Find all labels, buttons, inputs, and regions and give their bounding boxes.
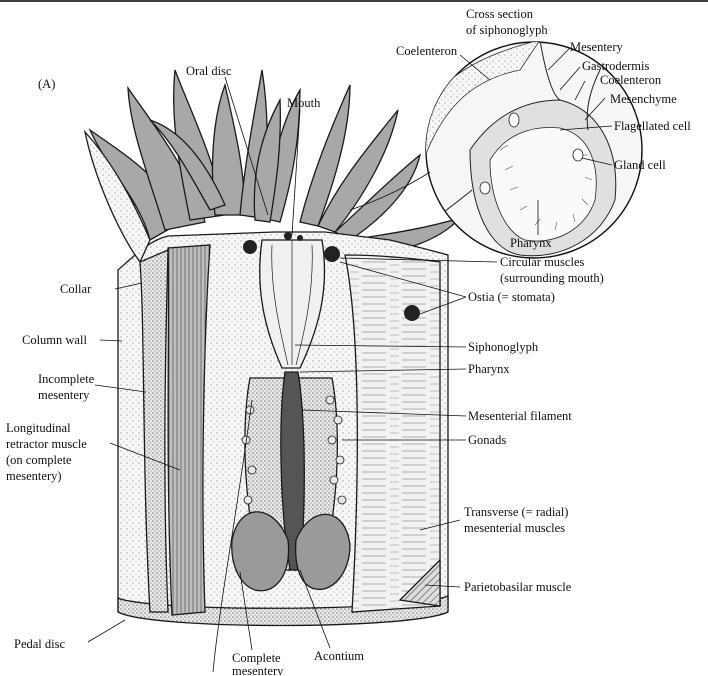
label-gonads: Gonads (468, 433, 506, 447)
label-transverse-1: Transverse (= radial) (464, 505, 568, 519)
label-column-wall: Column wall (22, 333, 87, 347)
label-ostia: Ostia (= stomata) (468, 290, 555, 304)
label-transverse-2: mesenterial muscles (464, 521, 565, 535)
label-siphonoglyph: Siphonoglyph (468, 340, 539, 354)
siphonoglyph-cross-section-inset (425, 41, 643, 259)
label-pharynx: Pharynx (468, 362, 510, 376)
label-gastrodermis: Gastrodermis (582, 59, 649, 73)
label-mouth: Mouth (287, 96, 321, 110)
label-longitudinal-1: Longitudinal (6, 421, 71, 435)
label-longitudinal-2: retractor muscle (6, 437, 87, 451)
body-column (83, 129, 449, 627)
inset-title-line1: Cross section (466, 7, 534, 21)
label-coelenteron-right: Coelenteron (600, 73, 662, 87)
leader-lines (87, 47, 613, 673)
label-incomplete-mesentery-2: mesentery (38, 388, 90, 402)
panel-label: (A) (38, 77, 55, 91)
label-longitudinal-3: (on complete (6, 453, 72, 467)
label-complete-mesentery-1: Complete (232, 651, 281, 665)
tentacle-crown (88, 69, 463, 256)
label-pedal-disc: Pedal disc (14, 637, 65, 651)
label-mesenterial-filament: Mesenterial filament (468, 409, 572, 423)
label-incomplete-mesentery-1: Incomplete (38, 372, 95, 386)
label-acontium: Acontium (314, 649, 364, 663)
label-oral-disc: Oral disc (186, 64, 232, 78)
label-mesenchyme: Mesenchyme (610, 92, 677, 106)
label-gland-cell: Gland cell (614, 158, 666, 172)
label-parietobasilar: Parietobasilar muscle (464, 580, 572, 594)
label-coelenteron-left: Coelenteron (396, 44, 458, 58)
label-longitudinal-4: mesentery) (6, 469, 62, 483)
label-circular-muscles-1: Circular muscles (500, 255, 584, 269)
labels: (A) Cross section of siphonoglyph Oral d… (6, 7, 691, 676)
label-collar: Collar (60, 282, 92, 296)
label-flagellated-cell: Flagellated cell (614, 119, 691, 133)
label-pharynx-inset: Pharynx (510, 236, 552, 250)
label-mesentery-inset: Mesentery (570, 40, 624, 54)
label-circular-muscles-2: (surrounding mouth) (500, 271, 604, 285)
inset-title-line2: of siphonoglyph (466, 23, 548, 37)
label-complete-mesentery-2: mesentery (232, 664, 284, 676)
